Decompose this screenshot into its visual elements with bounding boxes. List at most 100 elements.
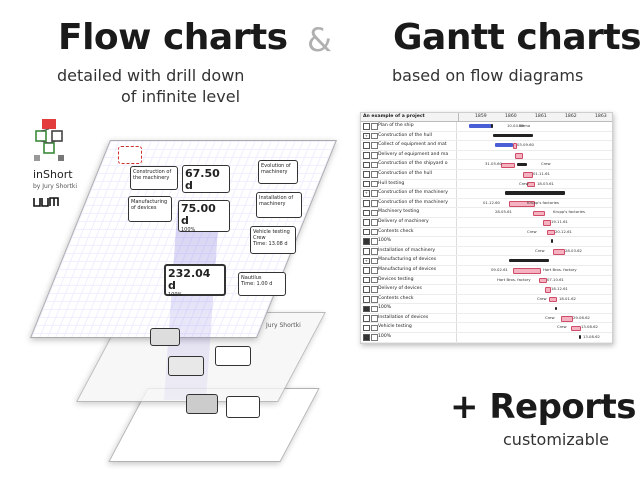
gantt-bar[interactable] <box>533 210 545 217</box>
gantt-row-expand-icon[interactable] <box>363 334 370 341</box>
gantt-row-expand-icon[interactable] <box>363 276 370 284</box>
gantt-row-expand-icon[interactable] <box>363 305 370 313</box>
gantt-bar[interactable] <box>545 287 551 293</box>
gantt-row[interactable]: +Manufacturing of devices <box>361 256 612 266</box>
gantt-row[interactable]: 100% <box>361 304 612 314</box>
gantt-row-checkbox[interactable] <box>371 123 378 130</box>
gantt-bar[interactable] <box>495 143 513 147</box>
gantt-row-expand-icon[interactable] <box>363 324 370 332</box>
flow-node-75d[interactable]: 75.00 d 100% <box>178 200 230 233</box>
gantt-row-expand-icon[interactable] <box>363 171 370 178</box>
flow-node-vehicle[interactable]: Vehicle testing Crew Time: 13.08 d <box>250 226 296 254</box>
gantt-bar[interactable] <box>547 229 555 236</box>
gantt-row-expand-icon[interactable] <box>363 228 370 236</box>
flow-node-construction[interactable]: Construction of the machinery <box>130 166 178 190</box>
drilldown-node-2[interactable] <box>168 356 204 376</box>
flow-node-installation[interactable]: Installation of machinery <box>256 192 302 218</box>
flow-node-67d[interactable]: 67.50 d <box>182 165 230 193</box>
gantt-row-expand-icon[interactable] <box>363 142 370 150</box>
gantt-bar[interactable] <box>501 162 515 169</box>
gantt-row-expand-icon[interactable] <box>363 295 370 303</box>
gantt-row-expand-icon[interactable] <box>363 161 370 169</box>
gantt-row-expand-icon[interactable] <box>363 248 370 255</box>
gantt-row-expand-icon[interactable] <box>363 200 370 207</box>
drilldown-node-4[interactable] <box>186 394 218 414</box>
gantt-bar[interactable] <box>539 277 547 284</box>
gantt-row-checkbox[interactable] <box>371 324 378 332</box>
gantt-row-checkbox[interactable] <box>371 228 378 236</box>
gantt-row-checkbox[interactable] <box>371 286 378 293</box>
gantt-bar[interactable] <box>523 172 533 178</box>
gantt-row-checkbox[interactable] <box>371 295 378 303</box>
gantt-bar[interactable] <box>505 191 565 195</box>
gantt-bar[interactable] <box>515 153 523 159</box>
gantt-row-checkbox[interactable] <box>371 190 378 198</box>
gantt-row-checkbox[interactable] <box>371 334 378 341</box>
gantt-row-checkbox[interactable] <box>371 315 378 322</box>
gantt-bar[interactable] <box>571 325 581 332</box>
gantt-row-expand-icon[interactable] <box>363 219 370 226</box>
gantt-row-checkbox[interactable] <box>371 200 378 207</box>
gantt-row-expand-icon[interactable] <box>363 209 370 217</box>
gantt-row-checkbox[interactable] <box>371 161 378 169</box>
gantt-row-expand-icon[interactable] <box>363 238 370 246</box>
gantt-bar[interactable] <box>509 258 549 263</box>
drilldown-node-5[interactable] <box>226 396 260 418</box>
gantt-row-expand-icon[interactable]: + <box>363 257 370 265</box>
gantt-row[interactable]: Delivery of equipment and ma <box>361 150 612 161</box>
flow-node-start[interactable] <box>118 146 142 164</box>
gantt-row[interactable]: Nautilus31.08.62 <box>361 342 612 343</box>
gantt-bar[interactable] <box>579 335 581 339</box>
gantt-row-expand-icon[interactable] <box>363 152 370 159</box>
gantt-row-checkbox[interactable] <box>371 248 378 255</box>
gantt-row-checkbox[interactable] <box>371 305 378 313</box>
drilldown-node-1[interactable] <box>150 328 180 346</box>
gantt-bar[interactable] <box>509 201 535 207</box>
gantt-row-expand-icon[interactable] <box>363 123 370 130</box>
gantt-bar[interactable] <box>543 220 551 226</box>
gantt-row-checkbox[interactable] <box>371 152 378 159</box>
gantt-row-expand-icon[interactable]: + <box>363 132 370 140</box>
gantt-bar[interactable] <box>493 133 533 138</box>
gantt-row-expand-icon[interactable] <box>363 286 370 293</box>
gantt-row-expand-icon[interactable] <box>363 315 370 322</box>
gantt-row-checkbox[interactable] <box>371 209 378 217</box>
gantt-row[interactable]: +Construction of the hull <box>361 131 612 142</box>
drilldown-node-3[interactable] <box>215 346 251 366</box>
gantt-row-expand-icon[interactable] <box>363 267 370 274</box>
gantt-row-expand-icon[interactable]: + <box>363 190 370 198</box>
flow-node-evolution[interactable]: Evolution of machinery <box>258 160 298 184</box>
gantt-row-checkbox[interactable] <box>371 171 378 178</box>
gantt-bar[interactable] <box>551 239 553 243</box>
flow-node-232d[interactable]: 232.04 d 100% <box>164 264 226 298</box>
gantt-row-checkbox[interactable] <box>371 276 378 284</box>
gantt-bar[interactable] <box>549 296 557 303</box>
flow-node-manufacturing[interactable]: Manufacturing of devices <box>128 196 172 222</box>
gantt-bar[interactable] <box>469 124 493 128</box>
flow-node-nautilus[interactable]: Nautilus Time: 1.00 d <box>238 272 286 296</box>
gantt-bar[interactable] <box>553 249 565 255</box>
gantt-bar[interactable] <box>561 316 573 322</box>
gantt-bar[interactable] <box>513 143 517 149</box>
gantt-row-checkbox[interactable] <box>371 257 378 265</box>
gantt-row-checkbox[interactable] <box>371 267 378 274</box>
gantt-bar[interactable] <box>491 124 493 128</box>
gantt-row-checkbox[interactable] <box>371 180 378 188</box>
gantt-row-checkbox[interactable] <box>371 219 378 226</box>
gantt-row-checkbox[interactable] <box>371 132 378 140</box>
